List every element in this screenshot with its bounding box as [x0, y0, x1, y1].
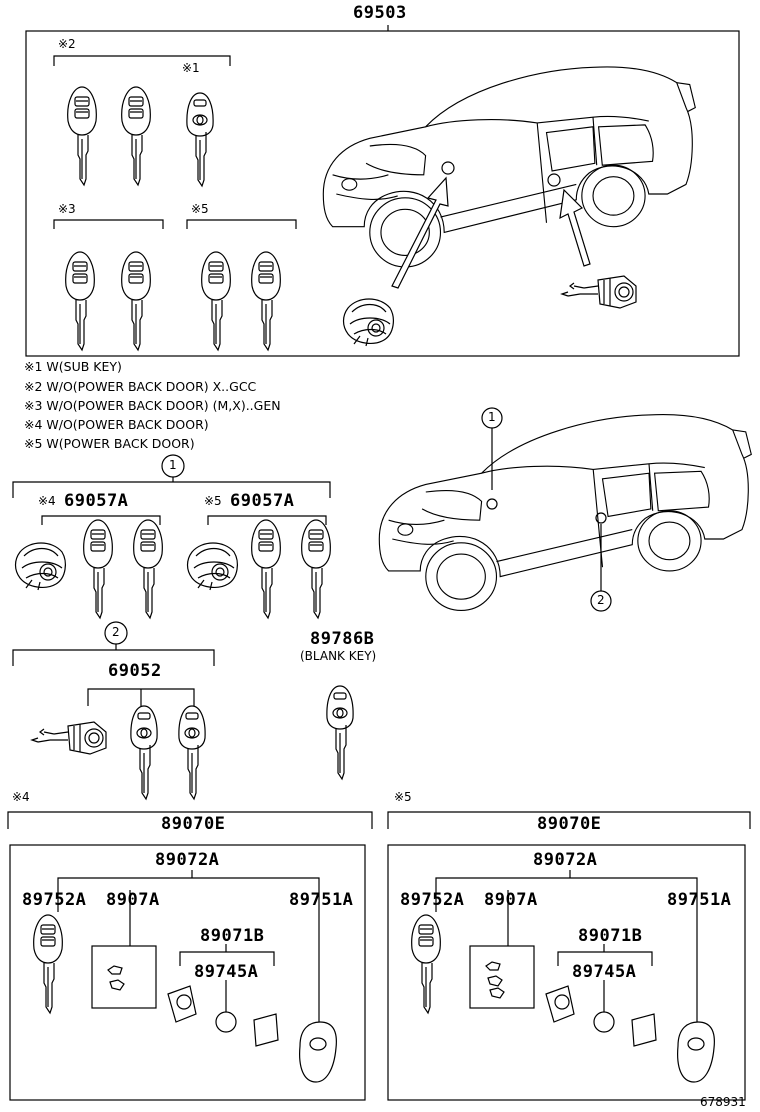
note-2: ※2 W/O(POWER BACK DOOR) X..GCC [24, 379, 257, 394]
note-5: ※5 W(POWER BACK DOOR) [24, 436, 195, 451]
part-69503: 69503 [353, 3, 407, 23]
blank-key-part: 89786B [310, 629, 375, 649]
tx-right-p5: 89745A [572, 962, 637, 982]
tx-left-p3: 89751A [289, 890, 354, 910]
tx-left-p4: 89071B [200, 926, 265, 946]
callout-1-group: 1 [169, 458, 177, 472]
tx-right-assembly: 89070E [537, 814, 602, 834]
mark-3: ※3 [58, 202, 76, 216]
mark-1: ※1 [182, 61, 200, 75]
callout-2-group: 2 [112, 625, 120, 639]
callout-2-car: 2 [597, 593, 605, 607]
tx-right-p3: 89751A [667, 890, 732, 910]
mark-2: ※2 [58, 37, 76, 51]
tx-left-mark: ※4 [12, 790, 30, 804]
tx-right-sub: 89072A [533, 850, 598, 870]
group2-part: 69052 [108, 661, 162, 681]
tx-left-p5: 89745A [194, 962, 259, 982]
tx-right-p2: 8907A [484, 890, 538, 910]
tx-left-sub: 89072A [155, 850, 220, 870]
group1-mark-a: ※4 [38, 494, 56, 508]
group1-mark-b: ※5 [204, 494, 222, 508]
tx-right-p1: 89752A [400, 890, 465, 910]
note-1: ※1 W(SUB KEY) [24, 359, 122, 374]
tx-right-mark: ※5 [394, 790, 412, 804]
callout-1-car: 1 [488, 410, 496, 424]
tx-left-p1: 89752A [22, 890, 87, 910]
note-3: ※3 W/O(POWER BACK DOOR) (M,X)..GEN [24, 398, 281, 413]
drawing-number: 678931 [700, 1095, 746, 1109]
note-4: ※4 W/O(POWER BACK DOOR) [24, 417, 209, 432]
tx-left-p2: 8907A [106, 890, 160, 910]
mark-5: ※5 [191, 202, 209, 216]
group1-part-a: 69057A [64, 491, 129, 511]
tx-right-p4: 89071B [578, 926, 643, 946]
tx-left-assembly: 89070E [161, 814, 226, 834]
group1-part-b: 69057A [230, 491, 295, 511]
blank-key-label: (BLANK KEY) [300, 649, 377, 663]
